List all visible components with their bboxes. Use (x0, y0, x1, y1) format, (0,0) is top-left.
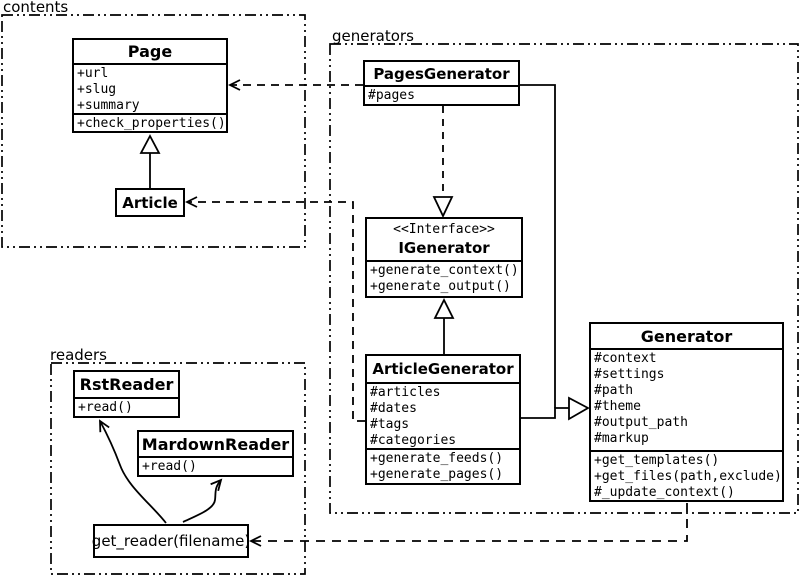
class-rstreader-methods: +read() (75, 397, 178, 416)
class-page: Page +url +slug +summary +check_properti… (72, 38, 228, 133)
attribute: +summary (77, 98, 140, 113)
attribute: #settings (594, 367, 665, 382)
function-get-reader: get_reader(filename) (92, 524, 250, 558)
package-label-generators: generators (332, 27, 414, 45)
attribute: #context (594, 351, 657, 366)
class-page-attributes: +url +slug +summary (74, 63, 226, 113)
attribute: +url (77, 66, 109, 81)
attribute: #tags (370, 417, 410, 432)
class-rstreader-title: RstReader (79, 375, 174, 394)
class-page-methods: +check_properties() (74, 113, 226, 131)
method: +check_properties() (77, 116, 226, 131)
method: +get_files(path,exclude) (594, 469, 782, 484)
inheritance-triangle-generator (568, 396, 590, 421)
dependency-arrow-articlegenerator-article (187, 202, 365, 422)
class-markdownreader-title: MardownReader (141, 434, 290, 454)
class-articlegenerator-title: ArticleGenerator (372, 360, 514, 378)
inheritance-line-articlegenerator-generator (521, 407, 569, 419)
class-generator-attributes: #context #settings #path #theme #output_… (591, 348, 782, 450)
attribute: #categories (370, 433, 457, 448)
arrow-getreader-rstreader (100, 421, 167, 524)
attribute: #path (594, 383, 634, 398)
class-markdownreader-methods: +read() (139, 456, 292, 475)
class-articlegenerator-methods: +generate_feeds() +generate_pages() (367, 448, 519, 483)
dependency-arrow-generator-getreader (251, 503, 688, 541)
method: +generate_pages() (370, 467, 504, 482)
package-border-contents (1, 14, 306, 248)
attribute: #output_path (594, 415, 688, 430)
class-generator: Generator #context #settings #path #them… (589, 322, 784, 502)
class-page-title: Page (127, 42, 173, 61)
class-generator-title: Generator (640, 326, 733, 346)
class-articlegenerator-attributes: #articles #dates #tags #categories (367, 382, 519, 448)
method: +read() (78, 400, 133, 415)
attribute: #pages (368, 88, 415, 103)
package-border-generators (329, 43, 799, 514)
inheritance-triangle-article-page (139, 134, 161, 154)
class-igenerator-methods: +generate_context() +generate_output() (367, 260, 521, 296)
method: +generate_feeds() (370, 451, 504, 466)
class-pagesgenerator: PagesGenerator #pages (363, 60, 520, 106)
class-igenerator-header: <<Interface>> IGenerator (367, 219, 521, 260)
class-igenerator-stereotype: <<Interface>> (393, 222, 495, 237)
class-igenerator: <<Interface>> IGenerator +generate_conte… (365, 217, 523, 298)
attribute: #theme (594, 399, 641, 414)
class-rstreader: RstReader +read() (73, 370, 180, 418)
inheritance-triangle-articlegenerator-igenerator (433, 297, 455, 319)
class-pagesgenerator-title: PagesGenerator (373, 64, 510, 83)
class-igenerator-title: IGenerator (398, 239, 490, 257)
class-generator-methods: +get_templates() +get_files(path,exclude… (591, 450, 782, 500)
package-border-readers (50, 362, 306, 575)
class-pagesgenerator-attributes: #pages (365, 85, 518, 104)
method: +get_templates() (594, 453, 720, 468)
class-markdownreader: MardownReader +read() (137, 430, 294, 477)
attribute: #articles (370, 385, 441, 400)
arrow-getreader-markdownreader (182, 480, 221, 523)
attribute: #markup (594, 431, 649, 446)
inheritance-line-pagesgenerator-generator (520, 84, 556, 408)
method: #_update_context() (594, 485, 735, 500)
class-article-title: Article (122, 193, 178, 212)
method: +generate_context() (370, 263, 519, 278)
attribute: +slug (77, 82, 117, 97)
realization-triangle-pagesgenerator-igenerator (432, 196, 454, 219)
package-label-contents: contents (3, 0, 69, 16)
class-articlegenerator: ArticleGenerator #articles #dates #tags … (365, 354, 521, 485)
method: +read() (142, 459, 197, 474)
method: +generate_output() (370, 279, 511, 294)
attribute: #dates (370, 401, 417, 416)
package-label-readers: readers (50, 346, 107, 364)
class-article: Article (115, 188, 185, 217)
